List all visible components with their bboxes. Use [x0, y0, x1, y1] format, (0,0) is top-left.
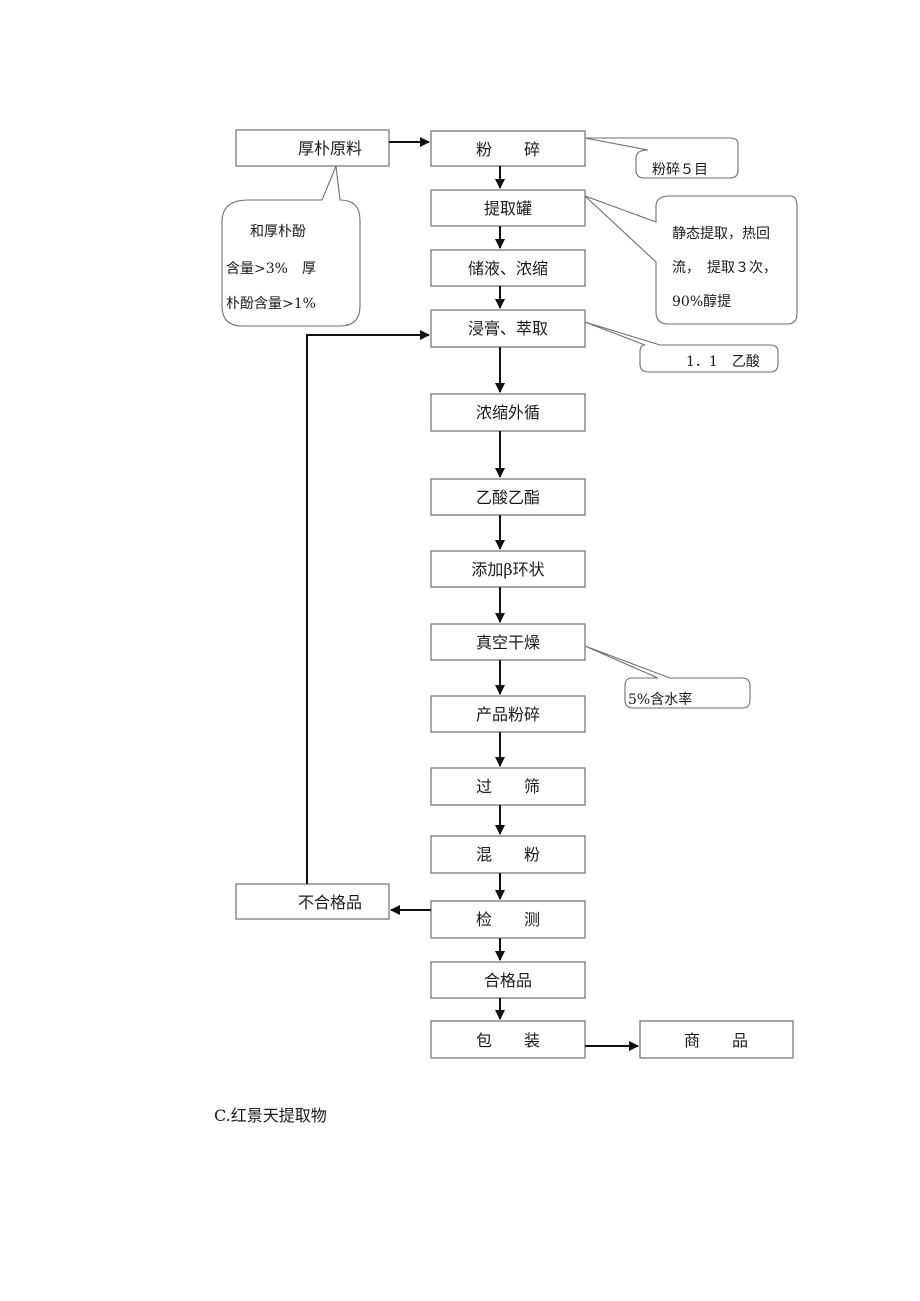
crush-note-callout	[584, 137, 739, 179]
step-label-10: 过 筛	[476, 777, 540, 796]
step-box-3: 储液、浓缩	[430, 249, 586, 287]
step-label-14: 包 装	[476, 1031, 540, 1050]
solvent-note-callout	[584, 321, 779, 373]
step-box-2: 提取罐	[430, 189, 586, 227]
step-label-12: 检 测	[476, 910, 540, 929]
step-label-11: 混 粉	[476, 845, 540, 864]
raw-material-note-line-2: 含量>3% 厚	[226, 261, 316, 277]
step-box-10: 过 筛	[430, 767, 586, 806]
product-box	[639, 1020, 794, 1059]
step-box-14: 包 装	[430, 1020, 586, 1059]
step-box-5: 浓缩外循	[430, 393, 586, 432]
step-label-7: 添加β环状	[471, 560, 544, 579]
solvent-note-text: 1．1 乙酸	[686, 354, 760, 370]
step-box-6: 乙酸乙酯	[430, 478, 586, 516]
raw-material-box	[235, 129, 390, 167]
step-label-6: 乙酸乙酯	[476, 488, 540, 507]
step-box-1: 粉 碎	[430, 130, 586, 167]
step-label-5: 浓缩外循	[476, 403, 540, 422]
raw-material-note-callout	[221, 163, 361, 327]
moisture-note-text: 5%含水率	[628, 691, 692, 708]
raw-material-note-line-3: 朴酚含量>1%	[226, 296, 316, 312]
extraction-note-line-2: 流， 提取３次，	[672, 260, 777, 276]
product-label: 商 品	[684, 1031, 748, 1050]
step-box-11: 混 粉	[430, 835, 586, 874]
step-label-13: 合格品	[484, 971, 532, 990]
raw-material-note-line-1: 和厚朴酚	[250, 224, 306, 240]
step-label-3: 储液、浓缩	[468, 259, 548, 278]
arrow-reject-loop	[306, 330, 430, 884]
crush-note-text: 粉碎５目	[652, 162, 708, 178]
reject-label: 不合格品	[298, 893, 362, 912]
moisture-note-callout	[584, 645, 751, 709]
reject-box	[235, 883, 390, 920]
section-caption: C.红景天提取物	[214, 1106, 327, 1125]
step-label-1: 粉 碎	[476, 140, 540, 159]
step-box-4: 浸膏、萃取	[430, 309, 586, 348]
extraction-note-line-1: 静态提取，热回	[672, 226, 770, 242]
raw-material-label: 厚朴原料	[298, 139, 362, 158]
step-box-12: 检 测	[430, 900, 586, 939]
step-label-4: 浸膏、萃取	[468, 319, 548, 338]
step-box-8: 真空干燥	[430, 623, 586, 661]
step-label-9: 产品粉碎	[476, 705, 540, 724]
extraction-note-line-3: 90%醇提	[672, 293, 731, 310]
step-box-7: 添加β环状	[430, 550, 586, 588]
step-box-9: 产品粉碎	[430, 695, 586, 733]
step-label-2: 提取罐	[484, 199, 532, 218]
extraction-note-callout	[584, 195, 798, 325]
step-label-8: 真空干燥	[476, 633, 540, 652]
step-box-13: 合格品	[430, 961, 586, 999]
